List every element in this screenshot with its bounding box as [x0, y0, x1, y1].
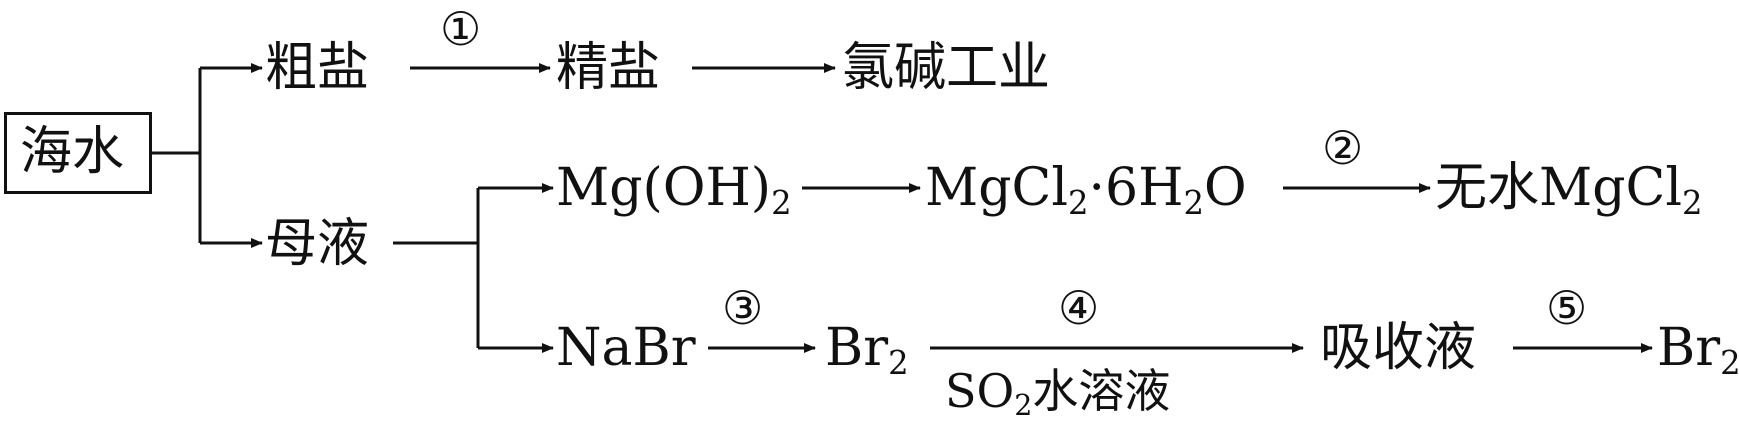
mother-liquor-label: 母液	[265, 214, 370, 274]
step-5-marker: ⑤	[1546, 281, 1588, 335]
step-4-marker: ④	[1058, 281, 1100, 335]
step-1-marker: ①	[440, 2, 482, 56]
mg-oh2-label: Mg(OH)2	[556, 158, 792, 223]
step-2-marker: ②	[1322, 121, 1364, 175]
mgcl2-hydrate-label: MgCl2·6H2O	[925, 158, 1247, 223]
seawater-label: 海水	[20, 122, 125, 182]
br2-product-label: Br2	[1657, 318, 1739, 383]
absorbing-liquid-label: 吸收液	[1320, 318, 1477, 378]
step-3-marker: ③	[722, 281, 764, 335]
nabr-label: NaBr	[556, 318, 696, 378]
so2-solution-condition: SO2水溶液	[945, 364, 1171, 422]
anhydrous-mgcl2-label: 无水MgCl2	[1435, 158, 1703, 223]
br2-intermediate-label: Br2	[825, 318, 909, 383]
seawater-box	[4, 112, 152, 194]
chlor-alkali-label: 氯碱工业	[842, 38, 1051, 98]
crude-salt-label: 粗盐	[265, 38, 370, 98]
refined-salt-label: 精盐	[556, 38, 661, 98]
